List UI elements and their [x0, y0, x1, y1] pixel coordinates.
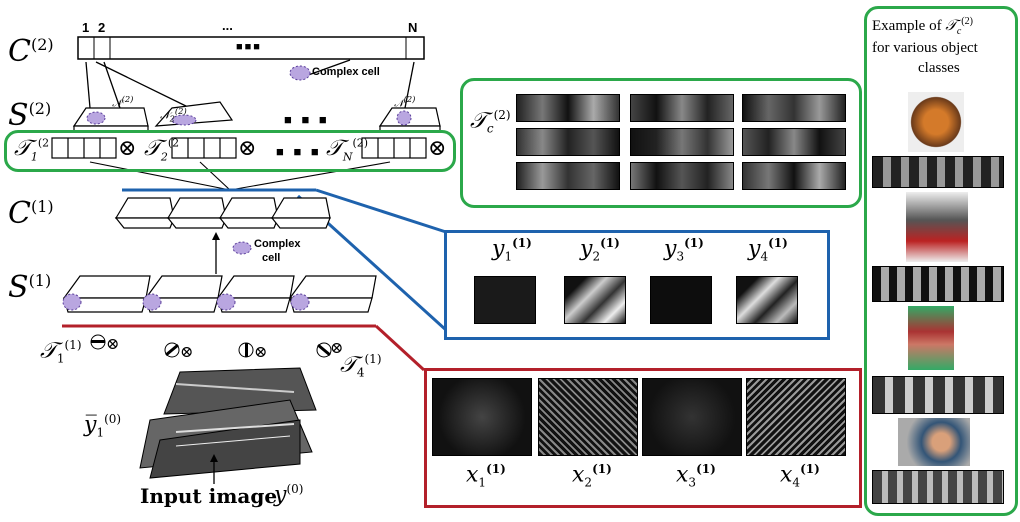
t2-dots: ■ ■ ■ — [276, 144, 322, 159]
s1-level-label: S(1) — [8, 270, 52, 305]
s2-neighborhood-2: 𝒩2(2) — [160, 106, 187, 124]
t1-otimes-2: ⊗ — [180, 342, 194, 361]
c2-index-n: N — [408, 20, 418, 35]
example-vase-template — [872, 156, 1004, 188]
tc2-panel — [460, 78, 862, 208]
x-image-4 — [746, 378, 846, 456]
c2-index-dots: ... — [222, 18, 233, 33]
tc2-patch-9 — [742, 162, 846, 190]
tc2-patch-6 — [742, 128, 846, 156]
x-image-3 — [642, 378, 742, 456]
c2-center-dots: ■■■ — [236, 41, 262, 53]
y-image-4 — [736, 276, 798, 324]
s2-neighborhood-n: 𝒩(2) — [394, 94, 416, 110]
tc2-patch-2 — [630, 94, 734, 122]
y-label-3: y3(1) — [664, 236, 704, 264]
examples-title-line2: for various object — [872, 40, 978, 56]
examples-title-line1: Example of 𝒯c(2) — [872, 16, 973, 37]
tc2-patch-5 — [630, 128, 734, 156]
t2-cells — [51, 137, 427, 159]
example-scissors-image — [906, 192, 968, 262]
t2-template-1: 𝒯1(2 — [14, 136, 50, 164]
example-scissors-template — [872, 266, 1004, 302]
s2-neighborhood-1: 𝒩(2) — [112, 94, 134, 110]
y-image-1 — [474, 276, 536, 324]
ybar-label: y̅1(0) — [84, 412, 122, 440]
x-label-1: x1(1) — [466, 462, 506, 490]
c2-index-2: 2 — [98, 20, 106, 35]
x-label-3: x3(1) — [676, 462, 716, 490]
tc2-patch-4 — [516, 128, 620, 156]
y-label-4: y4(1) — [748, 236, 788, 264]
t1-otimes-3: ⊗ — [254, 342, 268, 361]
x-label-2: x2(1) — [572, 462, 612, 490]
tc2-patch-1 — [516, 94, 620, 122]
input-image-label: Input image — [140, 484, 278, 508]
tc2-patch-7 — [516, 162, 620, 190]
c2-bar — [77, 36, 425, 60]
t1-template-1: 𝒯1(1) — [40, 338, 82, 366]
y-label-1: y1(1) — [492, 236, 532, 264]
t2-template-2: 𝒯2(2 — [144, 136, 180, 164]
examples-title-line3: classes — [918, 60, 960, 76]
examples-panel — [864, 6, 1018, 516]
t2-template-strip — [4, 130, 456, 172]
tc2-label: 𝒯c(2) — [470, 108, 511, 136]
tc2-patch-3 — [742, 94, 846, 122]
t2-otimes-2: ⊗ — [238, 136, 257, 161]
y-image-2 — [564, 276, 626, 324]
y-image-3 — [650, 276, 712, 324]
t2-template-n: 𝒯N(2) — [326, 136, 369, 164]
c2-index-1: 1 — [82, 20, 90, 35]
c1-blocks — [114, 197, 331, 229]
x-label-4: x4(1) — [780, 462, 820, 490]
complex-cell-mid-label-1: Complex — [254, 238, 301, 250]
x-image-1 — [432, 378, 532, 456]
t2-otimes-1: ⊗ — [118, 136, 137, 161]
example-face-image — [898, 418, 970, 466]
s2-level-label: S(2) — [8, 98, 52, 133]
x-feature-panel — [424, 368, 862, 508]
t1-filter-glyphs — [90, 334, 332, 358]
c2-level-label: C(2) — [8, 34, 54, 69]
example-face-template — [872, 470, 1004, 504]
c1-level-label: C(1) — [8, 196, 54, 231]
example-vase-image — [908, 92, 964, 152]
complex-cell-mid-label-2: cell — [262, 252, 281, 264]
input-image-var: y(0) — [274, 482, 304, 508]
s1-blocks — [62, 275, 377, 313]
tc2-patch-8 — [630, 162, 734, 190]
example-lamp-image — [908, 306, 954, 370]
complex-cell-top-label: Complex cell — [312, 66, 380, 78]
input-image-stack — [139, 367, 317, 479]
y-label-2: y2(1) — [580, 236, 620, 264]
y-feature-panel — [444, 230, 830, 340]
t1-otimes-4: ⊗ — [330, 338, 344, 357]
x-image-2 — [538, 378, 638, 456]
t2-otimes-n: ⊗ — [428, 136, 447, 161]
t1-template-4: 𝒯4(1) — [340, 352, 382, 380]
example-lamp-template — [872, 376, 1004, 414]
s2-dots: ■ ■ ■ — [284, 112, 330, 127]
t1-otimes-1: ⊗ — [106, 334, 120, 353]
